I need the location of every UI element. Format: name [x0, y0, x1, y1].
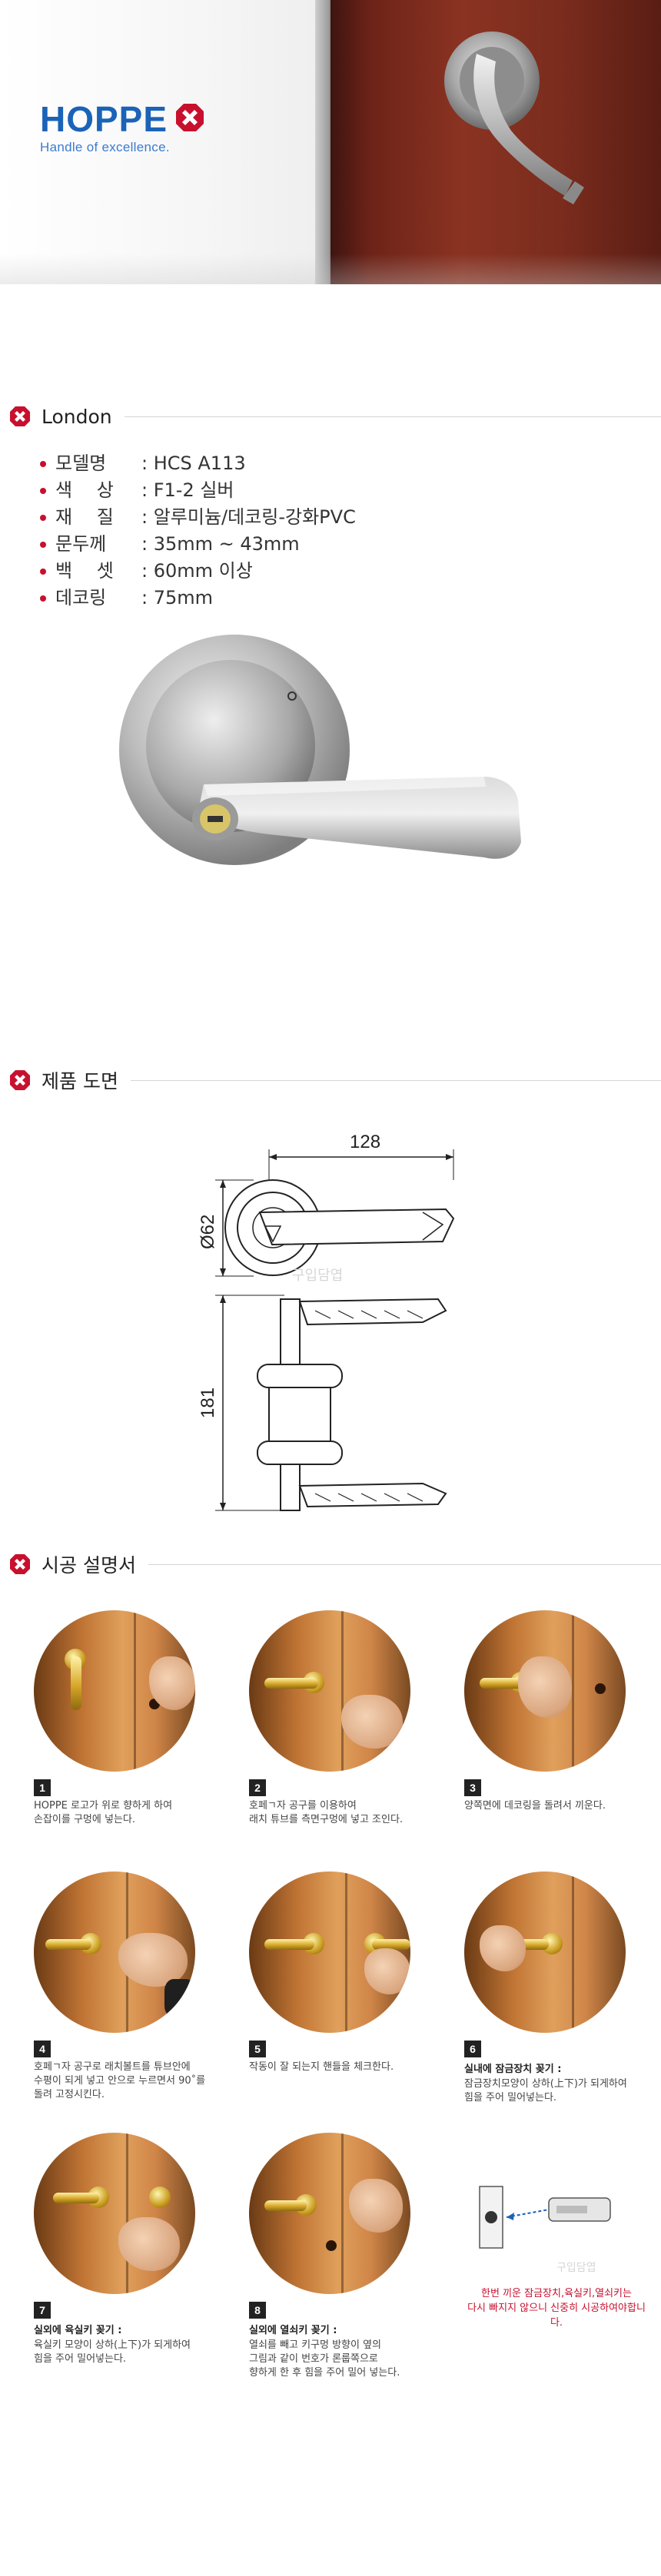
dim-height-label: 181 [198, 1387, 218, 1418]
section-title-london: London [42, 405, 112, 428]
hoppe-mark-icon [10, 1554, 30, 1574]
step-photo [464, 1871, 626, 2033]
hero-handle-image [444, 31, 584, 204]
product-section: London 모델명: HCS A113 색 상: F1-2 실버 재 질: 알… [0, 401, 661, 612]
step-description: 호페ㄱ자 공구로 래치볼트를 튜브안에 수평이 되게 넣고 안으로 누르면서 9… [34, 2061, 206, 2100]
step-photo [34, 1871, 195, 2033]
instructions-section-header: 시공 설명서 [9, 1549, 661, 1580]
product-section-header: London [9, 401, 661, 432]
instruction-step-4: 4 호페ㄱ자 공구로 래치볼트를 튜브안에 수평이 되게 넣고 안으로 누르면서… [34, 1871, 218, 2110]
instruction-step-1: 1 HOPPE 로고가 위로 향하게 하여 손잡이를 구멍에 넣는다. [34, 1610, 218, 1848]
technical-drawing-area: 128 Ø62 구입담엽 181 [0, 1096, 661, 1549]
step-description: 호페ㄱ자 공구를 이용하여 래치 튜브를 측면구멍에 넣고 조인다. [249, 1800, 404, 1825]
step-photo [249, 2133, 410, 2294]
brand-tagline: Handle of excellence. [40, 140, 170, 154]
dim-width-label: 128 [350, 1132, 380, 1152]
hero-banner: HOPPE Handle of excellence. [0, 0, 661, 284]
instruction-step-7: 7 실외에 육실키 꽂기 : 육실키 모양이 상하(上下)가 되게하여 힘을 주… [34, 2133, 218, 2371]
instruction-step-6: 6 실내에 잠금장치 꽂기 : 잠금장치모양이 상하(上下)가 되게하여 힘을 … [464, 1871, 649, 2110]
spec-item: 색 상: F1-2 실버 [40, 477, 661, 504]
step-description: 양쪽면에 데코링을 돌려서 끼운다. [464, 1800, 606, 1812]
spec-item: 문두께: 35mm ~ 43mm [40, 531, 661, 558]
brand-name: HOPPE [40, 99, 168, 139]
step-number: 3 [464, 1779, 481, 1796]
instruction-steps: 1 HOPPE 로고가 위로 향하게 하여 손잡이를 구멍에 넣는다. 2 호페… [34, 1610, 661, 2379]
spec-item: 재 질: 알루미늄/데코링-강화PVC [40, 504, 661, 531]
section-title-instructions: 시공 설명서 [42, 1554, 136, 1576]
lock-insert-illustration: 구입담엽 [479, 2186, 611, 2274]
watermark-text: 구입담엽 [556, 2262, 596, 2274]
step-number: 1 [34, 1779, 51, 1796]
step-number: 5 [249, 2041, 266, 2057]
spec-item: 데코링: 75mm [40, 585, 661, 612]
step-description: 열쇠를 빼고 키구멍 방향이 옆의 그림과 같이 번호가 론룹쪽으로 향하게 한… [249, 2339, 400, 2379]
instruction-step-2: 2 호페ㄱ자 공구를 이용하여 래치 튜브를 측면구멍에 넣고 조인다. [249, 1610, 433, 1848]
hoppe-mark-icon [10, 1070, 30, 1090]
step-description: HOPPE 로고가 위로 향하게 하여 손잡이를 구멍에 넣는다. [34, 1800, 173, 1825]
product-image-area [0, 612, 661, 934]
spec-list: 모델명: HCS A113 색 상: F1-2 실버 재 질: 알루미늄/데코링… [40, 450, 661, 612]
step-number: 7 [34, 2302, 51, 2319]
step-description: 육실키 모양이 상하(上下)가 되게하여 힘을 주어 밀어넣는다. [34, 2339, 191, 2365]
drawing-section-header: 제품 도면 [9, 1065, 661, 1096]
spec-item: 백 셋: 60mm 이상 [40, 558, 661, 585]
brand-block: HOPPE Handle of excellence. [40, 98, 205, 155]
instruction-step-3: 3 양쪽면에 데코링을 돌려서 끼운다. [464, 1610, 649, 1848]
hoppe-logo-icon [174, 102, 205, 136]
instructions-section: 시공 설명서 [0, 1549, 661, 1580]
drawing-section: 제품 도면 [0, 1065, 661, 1096]
lock-insert-diagram: 구입담엽 한번 끼운 잠금장치,육실키,열쇠키는 다시 빠지지 않으니 신중히 … [464, 2133, 649, 2371]
spec-item: 모델명: HCS A113 [40, 450, 661, 477]
step-photo [34, 1610, 195, 1772]
warning-note: 한번 끼운 잠금장치,육실키,열쇠키는 다시 빠지지 않으니 신중히 시공하여야… [467, 2288, 646, 2329]
step-description: 잠금장치모양이 상하(上下)가 되게하여 힘을 주어 밀어넣는다. [464, 2078, 627, 2104]
step-number: 4 [34, 2041, 51, 2057]
step-number: 8 [249, 2302, 266, 2319]
section-title-drawing: 제품 도면 [42, 1070, 118, 1092]
product-handle-image [119, 635, 521, 865]
step-title: 실외에 열쇠키 꽂기 : [249, 2325, 337, 2336]
step-title: 실내에 잠금장치 꽂기 : [464, 2064, 562, 2075]
watermark-text: 구입담엽 [292, 1268, 343, 1284]
step-title: 실외에 육실키 꽂기 : [34, 2325, 122, 2336]
instruction-step-5: 5 작동이 잘 되는지 핸들을 체크한다. [249, 1871, 433, 2110]
step-number: 2 [249, 1779, 266, 1796]
technical-drawing: 128 Ø62 구입담엽 181 [198, 1132, 455, 1511]
step-photo [249, 1610, 410, 1772]
step-description: 작동이 잘 되는지 핸들을 체크한다. [249, 2061, 394, 2073]
step-number: 6 [464, 2041, 481, 2057]
step-photo [34, 2133, 195, 2294]
instruction-step-8: 8 실외에 열쇠키 꽂기 : 열쇠를 빼고 키구멍 방향이 옆의 그림과 같이 … [249, 2133, 433, 2379]
dim-rose-label: Ø62 [198, 1215, 218, 1249]
step-photo [249, 1871, 410, 2033]
hoppe-mark-icon [10, 406, 30, 426]
step-photo [464, 1610, 626, 1772]
